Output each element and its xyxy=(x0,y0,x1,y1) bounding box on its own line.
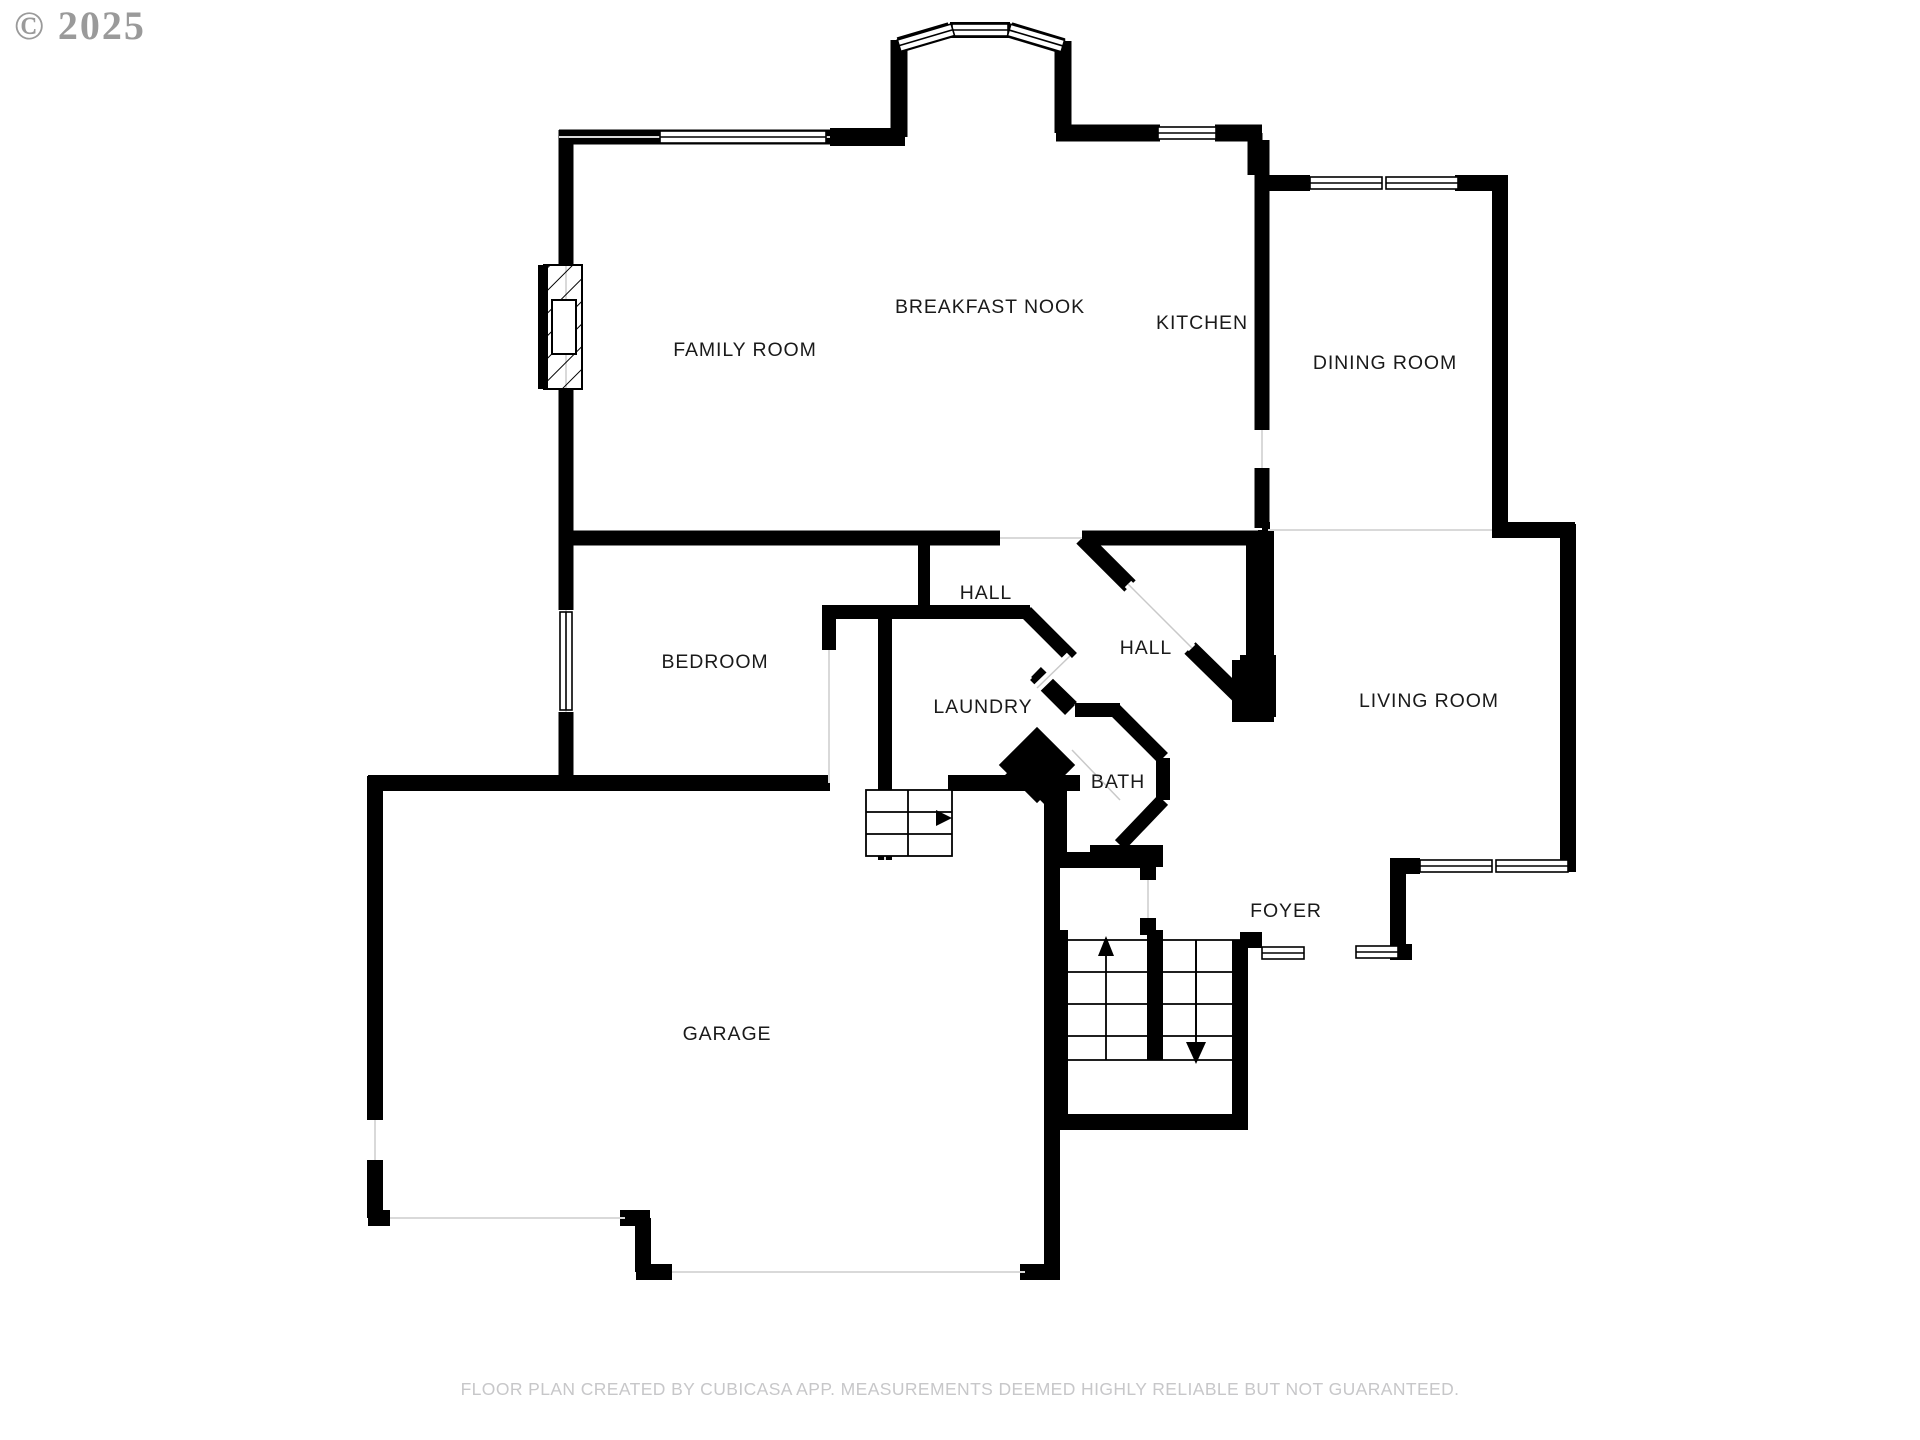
fireplace-group xyxy=(538,264,583,390)
wall-bath-se xyxy=(1114,795,1169,850)
fireplace-firebox xyxy=(551,299,577,355)
room-label-garage: GARAGE xyxy=(683,1023,772,1045)
wall-hall-diag-lower xyxy=(1184,642,1246,703)
disclaimer-footer: FLOOR PLAN CREATED BY CUBICASA APP. MEAS… xyxy=(460,1379,1460,1399)
stairs-laundry xyxy=(865,789,953,857)
room-label-layer: FAMILY ROOM BREAKFAST NOOK KITCHEN DININ… xyxy=(661,296,1498,1045)
room-label-bath: BATH xyxy=(1091,771,1145,793)
room-label-dining-room: DINING ROOM xyxy=(1313,352,1457,374)
wall-layer xyxy=(367,22,1576,1280)
copyright-watermark: © 2025 xyxy=(14,3,146,48)
stair-small-arrow-head xyxy=(936,810,952,826)
wall-laundry-angle xyxy=(1021,607,1077,663)
room-label-living-room: LIVING ROOM xyxy=(1359,690,1499,712)
window-bay-right-mullion xyxy=(1008,29,1064,47)
room-label-foyer: FOYER xyxy=(1250,900,1322,922)
room-label-laundry: LAUNDRY xyxy=(933,696,1032,718)
room-label-kitchen: KITCHEN xyxy=(1156,312,1248,334)
door-layer xyxy=(1033,580,1196,804)
room-label-bedroom: BEDROOM xyxy=(661,651,768,673)
room-label-hall-lower: HALL xyxy=(1120,637,1172,659)
room-label-breakfast-nook: BREAKFAST NOOK xyxy=(895,296,1085,318)
window-layer xyxy=(559,23,1569,960)
stair-up-arrow-head xyxy=(1098,936,1114,956)
stair-down-arrow-head xyxy=(1186,1042,1206,1064)
wall-bath-ne xyxy=(1110,705,1168,763)
fireplace-wall-backing xyxy=(538,265,548,389)
door-laundry-line xyxy=(1036,655,1071,689)
room-label-family-room: FAMILY ROOM xyxy=(673,339,817,361)
window-bay-left-group xyxy=(896,23,956,53)
room-label-hall-upper: HALL xyxy=(960,582,1012,604)
window-bay-right-group xyxy=(1006,23,1066,53)
door-bath-line xyxy=(1071,749,1121,801)
door-hall-upper-line xyxy=(1127,583,1193,649)
stairs-main xyxy=(1060,936,1240,1064)
window-bay-left-mullion xyxy=(898,28,954,47)
wall-hall-diag-upper xyxy=(1076,532,1136,592)
wall-hall-right-block xyxy=(1232,660,1274,722)
